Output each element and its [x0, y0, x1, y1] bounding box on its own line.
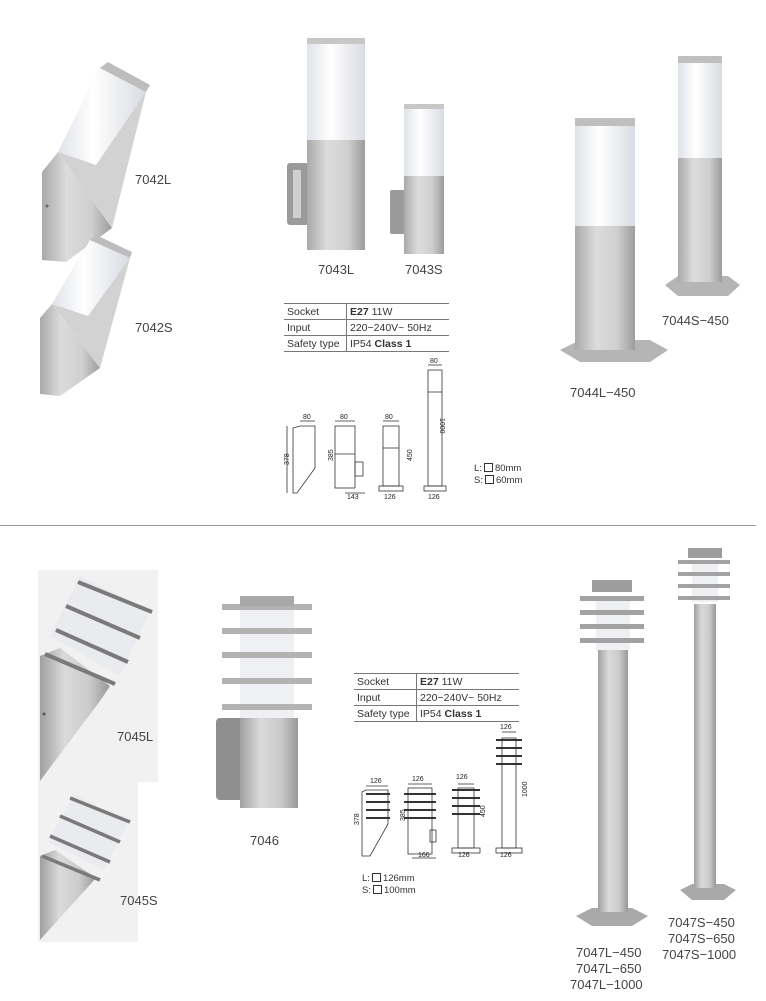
dim-378: 378 [354, 813, 361, 825]
spec-value: E27 [350, 305, 369, 318]
spec-key: Input [284, 319, 347, 336]
spec-value: 220−240V~ 50Hz [416, 689, 519, 706]
spec-value: Class 1 [374, 337, 412, 350]
dimension-drawing-7043 [334, 420, 365, 494]
dim-126: 126 [458, 852, 470, 859]
top-dimension-labels: 80 378 80 385 143 80 450 126 80 1000 126 [284, 358, 445, 501]
dim-80: 80 [340, 414, 348, 421]
spec-value: E27 [420, 675, 439, 688]
dim-126: 126 [412, 776, 424, 783]
section-divider [0, 525, 756, 526]
lamp-7045S-image [38, 782, 138, 942]
spec-key: Safety type [354, 705, 417, 722]
spec-value: IP54 [420, 707, 442, 720]
dim-126: 126 [370, 778, 382, 785]
spec-value: IP54 [350, 337, 372, 350]
model-label-7047L-450: 7047L−450 [576, 945, 642, 960]
dim-126: 126 [456, 774, 468, 781]
dim-143: 143 [347, 494, 359, 501]
dimension-drawing-7042 [286, 420, 316, 494]
lamp-7045L-image [38, 570, 158, 782]
model-label-7047L-650: 7047L−650 [576, 961, 642, 976]
model-label-7045S: 7045S [120, 893, 158, 908]
model-label-7042S: 7042S [135, 320, 173, 335]
dimension-drawing-7044-1000 [423, 364, 447, 492]
model-label-7044S-450: 7044S−450 [662, 313, 729, 328]
size-large: L:126mm [362, 873, 415, 884]
square-icon [484, 475, 494, 484]
dim-80: 80 [303, 414, 311, 421]
spec-value: 11W [441, 675, 463, 688]
top-section-art [40, 38, 740, 494]
dimension-drawing-7047-1000 [495, 731, 523, 854]
dimension-drawing-7046 [404, 783, 437, 859]
spec-row-socket: Socket E27 11W [284, 303, 449, 320]
dim-450: 450 [480, 805, 487, 817]
dimension-drawing-7044 [378, 420, 404, 492]
spec-key: Socket [354, 673, 417, 690]
square-icon [371, 873, 381, 882]
spec-key: Socket [284, 303, 347, 320]
dim-126: 126 [428, 494, 440, 501]
size-legend-top: L:80mm S:60mm [474, 463, 522, 487]
lamp-7047S-image [678, 548, 736, 900]
model-label-7047S-450: 7047S−450 [668, 915, 735, 930]
spec-key: Input [354, 689, 417, 706]
spec-table-top: Socket E27 11W Input 220−240V~ 50Hz Safe… [284, 303, 449, 352]
dim-1000: 1000 [522, 781, 529, 797]
spec-row-input: Input 220−240V~ 50Hz [354, 689, 519, 706]
dim-126: 126 [384, 494, 396, 501]
dim-166: 166 [418, 852, 430, 859]
spec-row-safety: Safety type IP54 Class 1 [354, 705, 519, 722]
dimension-drawing-7045 [361, 785, 390, 857]
model-label-7043L: 7043L [318, 262, 355, 277]
lamp-7044L-image [560, 118, 668, 362]
size-small: S:100mm [362, 885, 416, 896]
spec-row-input: Input 220−240V~ 50Hz [284, 319, 449, 336]
bottom-section-art [38, 548, 736, 942]
dim-80: 80 [385, 414, 393, 421]
model-label-7043S: 7043S [405, 262, 443, 277]
spec-row-safety: Safety type IP54 Class 1 [284, 335, 449, 352]
dim-385: 385 [400, 809, 407, 821]
size-large: L:80mm [474, 463, 522, 474]
lamp-7043L-image [287, 38, 365, 250]
model-label-7047S-1000: 7047S−1000 [662, 947, 737, 962]
dim-80: 80 [430, 358, 438, 365]
lamp-7046-image [216, 596, 312, 808]
spec-value: Class 1 [444, 707, 482, 720]
model-label-7045L: 7045L [117, 729, 154, 744]
spec-row-socket: Socket E27 11W [354, 673, 519, 690]
dimension-drawing-7047 [451, 783, 481, 854]
size-small: S:60mm [474, 475, 523, 486]
spec-table-bottom: Socket E27 11W Input 220−240V~ 50Hz Safe… [354, 673, 519, 722]
square-icon [483, 463, 493, 472]
dim-1000: 1000 [438, 418, 445, 434]
model-label-7047L-1000: 7047L−1000 [570, 977, 643, 992]
lamp-7047L-image [576, 580, 648, 926]
model-label-7046: 7046 [250, 833, 279, 848]
model-label-7044L-450: 7044L−450 [570, 385, 636, 400]
dim-378: 378 [284, 453, 291, 465]
lamp-7042S-image [40, 235, 132, 396]
spec-key: Safety type [284, 335, 347, 352]
square-icon [372, 885, 382, 894]
spec-value: 11W [371, 305, 393, 318]
dim-126: 126 [500, 724, 512, 731]
dim-450: 450 [407, 449, 414, 461]
lamp-7042L-image [42, 62, 150, 262]
model-label-7047S-650: 7047S−650 [668, 931, 735, 946]
lamp-7044S-image [665, 56, 740, 296]
spec-value: 220−240V~ 50Hz [346, 319, 449, 336]
dim-126: 126 [500, 852, 512, 859]
size-legend-bottom: L:126mm S:100mm [362, 873, 416, 897]
dim-385: 385 [328, 449, 335, 461]
model-label-7042L: 7042L [135, 172, 172, 187]
lamp-7043S-image [390, 104, 444, 254]
bottom-dimension-labels: 126 378 126 385 166 126 450 126 126 1000… [354, 724, 529, 859]
